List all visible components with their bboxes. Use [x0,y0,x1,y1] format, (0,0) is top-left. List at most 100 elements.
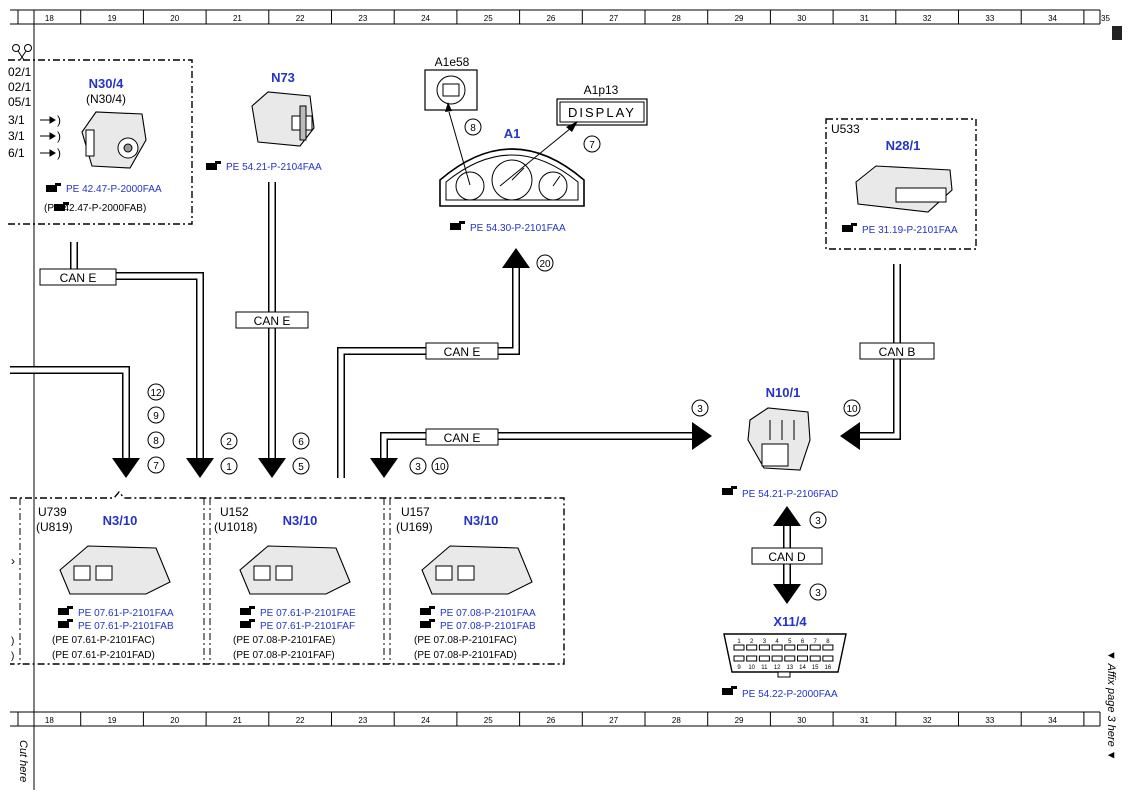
svg-text:8: 8 [470,123,476,134]
signal-marker: 7 [147,456,165,474]
n10-1-title: N10/1 [766,385,801,400]
pin [797,644,808,651]
n73-title: N73 [271,70,295,85]
alt-ref-link[interactable]: (PE 07.61-P-2101FAC) [52,635,155,646]
grid-number: 33 [985,716,994,725]
ecu-icon [421,545,533,595]
grid-number: 26 [546,716,555,725]
alt-ref-link[interactable]: (PE 07.08-P-2101FAF) [233,650,335,661]
control-module-icon [855,165,953,213]
stub-label: 02/1 [8,80,32,94]
n28-1-title: N28/1 [886,138,921,153]
pin [758,655,770,662]
signal-marker: 9 [147,406,165,424]
pin [809,644,821,651]
grid-corner-number: 35 [1101,14,1110,23]
ecu-icon [59,545,171,595]
grid-number: 19 [108,716,117,725]
component-n28-1[interactable]: U533 N28/1 PE 31.19-P-2101FAA [825,118,977,250]
bus-label-can-e-3: CAN E [425,342,499,360]
component-n3-10-u739[interactable]: U739 (U819) N3/10 PE 07.61-P-2101FAA PE … [36,505,174,661]
ref-link[interactable]: PE 07.08-P-2101FAA [440,608,536,619]
n73-ref[interactable]: PE 54.21-P-2104FAA [226,162,322,173]
n30-4-ref[interactable]: PE 42.47-P-2000FAA [66,184,162,195]
signal-marker: 3 [691,399,709,417]
ref-link[interactable]: PE 07.61-P-2101FAF [260,621,355,632]
bus-label-can-e-4: CAN E [425,428,499,446]
n28-1-variant: U533 [831,122,860,136]
svg-text:): ) [11,636,14,647]
pin [758,644,770,651]
pin-number: 12 [774,665,781,671]
ignition-switch-icon [81,111,147,169]
stub-label: 05/1 [8,95,32,109]
svg-text:9: 9 [153,411,159,422]
signal-marker: 7 [583,135,601,153]
n30-4-alt-ref[interactable]: (PE 42.47-P-2000FAB) [44,203,146,214]
component-n10-1[interactable]: N10/1 PE 54.21-P-2106FAD [722,385,838,500]
svg-text:): ) [57,113,61,127]
ezs-switch-icon [251,91,315,147]
n10-1-ref[interactable]: PE 54.21-P-2106FAD [742,489,838,500]
bus-label-can-e-2: CAN E [235,311,309,329]
svg-text:1: 1 [226,462,232,473]
component-a1p13[interactable]: A1p13 DISPLAY [556,83,648,126]
grid-number: 20 [170,14,179,23]
affix-page-label: ▼ Affix page 3 here ▼ [1105,650,1117,761]
scissors-icon [12,44,32,61]
alt-ref-link[interactable]: (PE 07.08-P-2101FAD) [414,650,517,661]
pin-number: 9 [737,665,741,671]
pin-number: 14 [799,665,806,671]
n28-1-ref[interactable]: PE 31.19-P-2101FAA [862,225,958,236]
ref-link[interactable]: PE 07.61-P-2101FAB [78,621,174,632]
alt-ref-link[interactable]: (PE 07.08-P-2101FAE) [233,635,335,646]
bus-label-can-e-1: CAN E [39,268,117,286]
left-stub-list: 02/1 02/1 05/1 3/1 3/1 6/1 ) ) ) [8,65,61,160]
pin [797,655,808,662]
svg-text:8: 8 [153,436,159,447]
component-n3-10-u157[interactable]: U157 (U169) N3/10 PE 07.08-P-2101FAA PE … [396,505,536,661]
instrument-cluster-icon [439,148,585,207]
n3-10-title: N3/10 [103,513,138,528]
variant-label: U739 [38,505,67,519]
component-n73[interactable]: N73 PE 54.21-P-2104FAA [206,70,322,173]
svg-text:7: 7 [153,461,159,472]
display-text: DISPLAY [568,105,636,120]
svg-text:3: 3 [815,588,821,599]
pin-number: 6 [801,639,805,645]
grid-number: 30 [797,14,806,23]
a1-ref[interactable]: PE 54.30-P-2101FAA [470,223,566,234]
svg-text:2: 2 [226,437,232,448]
grid-number: 34 [1048,14,1057,23]
corner-mark [1112,26,1122,40]
n3-10-group-outline [10,490,565,665]
ref-link[interactable]: PE 07.61-P-2101FAA [78,608,174,619]
svg-text:›: › [11,554,15,568]
component-n3-10-u152[interactable]: U152 (U1018) N3/10 PE 07.61-P-2101FAE PE… [214,505,356,661]
grid-number: 23 [358,14,367,23]
grid-number: 22 [296,716,305,725]
alt-ref-link[interactable]: (PE 07.08-P-2101FAC) [414,635,517,646]
component-a1[interactable]: A1 PE 54.30-P-2101FAA [439,102,585,234]
svg-text:7: 7 [589,140,595,151]
pin-number: 11 [761,665,768,671]
ref-link[interactable]: PE 07.08-P-2101FAB [440,621,536,632]
grid-number: 29 [735,716,744,725]
component-n30-4[interactable]: N30/4 (N30/4) PE 42.47-P-2000FAA (PE 42.… [8,59,193,225]
component-a1e58[interactable]: A1e58 [424,55,478,111]
signal-marker: 1 [220,457,238,475]
stub-label: 3/1 [8,113,25,127]
pin-number: 13 [786,665,793,671]
pin [822,655,834,662]
bus-label-can-b: CAN B [859,342,935,360]
signal-marker: 3 [809,583,827,601]
pin [746,644,758,651]
x11-4-ref[interactable]: PE 54.22-P-2000FAA [742,689,838,700]
ref-link[interactable]: PE 07.61-P-2101FAE [260,608,356,619]
n30-4-alt: (N30/4) [86,92,126,106]
alt-ref-link[interactable]: (PE 07.61-P-2101FAD) [52,650,155,661]
